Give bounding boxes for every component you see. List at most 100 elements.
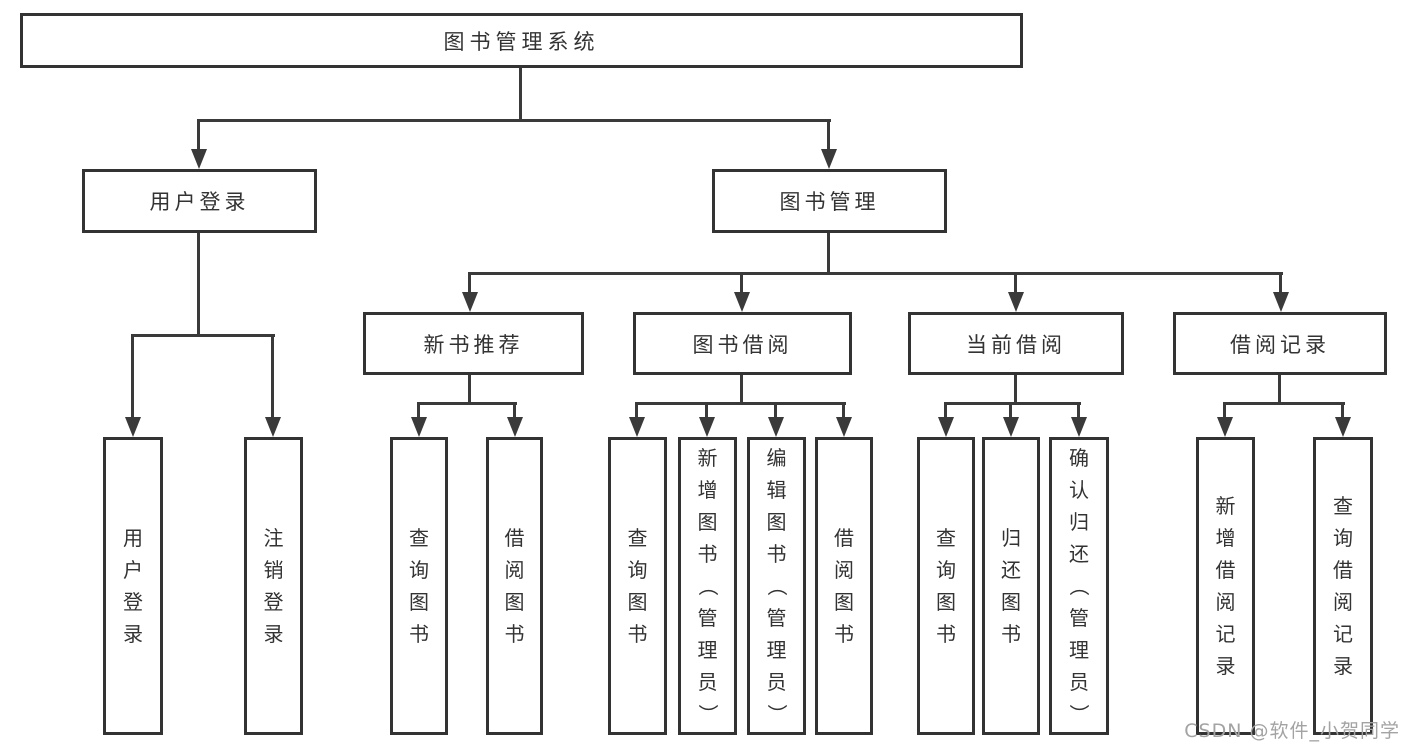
connector-new-rec-hline — [417, 402, 517, 405]
connector-book-mgmt-shaft — [827, 119, 830, 153]
arrow-down-bb-borrow — [836, 417, 852, 437]
leaf-nr-borrow-books-label: 借阅图书 — [505, 528, 525, 644]
leaf-nr-query-books: 查询图书 — [390, 437, 448, 735]
connector-leaf-shaft — [944, 402, 947, 421]
connector-leaf-shaft — [635, 402, 638, 421]
vertical-char: （ — [764, 576, 789, 596]
arrow-down-cb-confirm — [1071, 417, 1087, 437]
connector-leaf-shaft — [1009, 402, 1012, 421]
vertical-char: 图 — [504, 590, 525, 614]
vertical-char: 录 — [123, 622, 143, 646]
connector-root-drop — [519, 66, 522, 122]
connector-level2-shaft — [1014, 272, 1017, 294]
connector-records-hline — [1223, 402, 1345, 405]
vertical-char: 图 — [766, 510, 787, 534]
vertical-char: 书 — [936, 622, 956, 646]
node-user-login-label: 用户登录 — [149, 190, 250, 214]
node-user-login: 用户登录 — [82, 169, 317, 233]
leaf-br-add-record: 新增借阅记录 — [1196, 437, 1255, 735]
leaf-cb-return-books: 归还图书 — [982, 437, 1040, 735]
connector-leaf-shaft — [271, 334, 274, 421]
vertical-char: 注 — [263, 526, 284, 550]
leaf-cb-return-books-label: 归还图书 — [1001, 528, 1021, 644]
vertical-char: 查 — [627, 526, 648, 550]
vertical-char: 员 — [1069, 670, 1089, 694]
node-book-mgmt: 图书管理 — [712, 169, 947, 233]
arrow-down-cb-query — [938, 417, 954, 437]
vertical-char: 销 — [263, 558, 284, 582]
leaf-logout: 注销登录 — [244, 437, 303, 735]
arrow-down-bb-edit — [768, 417, 784, 437]
node-book-borrow: 图书借阅 — [633, 312, 852, 375]
node-new-book-rec: 新书推荐 — [363, 312, 584, 375]
leaf-bb-edit-books-admin: 编辑图书（管理员） — [747, 437, 806, 735]
vertical-char: ） — [695, 704, 720, 724]
arrow-down-new-rec — [462, 292, 478, 312]
leaf-user-login-label: 用户登录 — [123, 528, 143, 644]
vertical-char: 阅 — [1215, 590, 1236, 614]
vertical-char: （ — [695, 576, 720, 596]
vertical-char: 录 — [1215, 654, 1236, 678]
leaf-cb-confirm-return-admin-label: 确认归还（管理员） — [1067, 446, 1091, 724]
arrow-down-nr-borrow — [507, 417, 523, 437]
vertical-char: 员 — [697, 670, 718, 694]
leaf-logout-label: 注销登录 — [264, 528, 284, 644]
vertical-char: ） — [1067, 704, 1091, 724]
vertical-char: 询 — [409, 558, 429, 582]
node-borrow-records-label: 借阅记录 — [1230, 332, 1330, 357]
vertical-char: 书 — [627, 622, 648, 646]
csdn-watermark: CSDN @软件_小贺同学 — [1184, 720, 1400, 742]
vertical-char: 确 — [1069, 446, 1089, 470]
leaf-br-add-record-label: 新增借阅记录 — [1216, 496, 1236, 676]
vertical-char: 询 — [936, 558, 956, 582]
connector-current-drop — [1014, 373, 1017, 405]
vertical-char: 书 — [1001, 622, 1021, 646]
connector-level2-hline — [468, 272, 1283, 275]
vertical-char: 图 — [834, 590, 854, 614]
vertical-char: 还 — [1069, 542, 1089, 566]
vertical-char: 阅 — [834, 558, 854, 582]
connector-leaf-shaft — [774, 402, 777, 421]
leaf-cb-query-books: 查询图书 — [917, 437, 975, 735]
vertical-char: 录 — [263, 622, 284, 646]
vertical-char: 书 — [409, 622, 429, 646]
vertical-char: 书 — [504, 622, 525, 646]
vertical-char: （ — [1067, 576, 1091, 596]
arrow-down-nr-query — [411, 417, 427, 437]
vertical-char: 登 — [123, 590, 143, 614]
vertical-char: 登 — [263, 590, 284, 614]
vertical-char: 借 — [1333, 558, 1353, 582]
vertical-char: 辑 — [766, 478, 787, 502]
arrow-down-bb-query — [629, 417, 645, 437]
vertical-char: 增 — [1215, 526, 1236, 550]
vertical-char: 阅 — [504, 558, 525, 582]
leaf-user-login: 用户登录 — [103, 437, 163, 735]
vertical-char: 阅 — [1333, 590, 1353, 614]
arrow-down-book-mgmt — [821, 149, 837, 169]
vertical-char: 询 — [627, 558, 648, 582]
leaf-bb-query-books: 查询图书 — [608, 437, 667, 735]
node-new-book-rec-label: 新书推荐 — [423, 332, 524, 357]
vertical-char: 还 — [1001, 558, 1021, 582]
vertical-char: 查 — [409, 526, 429, 550]
vertical-char: 询 — [1333, 526, 1353, 550]
vertical-char: 归 — [1001, 526, 1021, 550]
vertical-char: 图 — [627, 590, 648, 614]
connector-level1-hline — [197, 119, 831, 122]
node-book-borrow-label: 图书借阅 — [692, 332, 793, 357]
vertical-char: 图 — [1001, 590, 1021, 614]
connector-leaf-shaft — [705, 402, 708, 421]
vertical-char: 借 — [1215, 558, 1236, 582]
node-borrow-records: 借阅记录 — [1173, 312, 1387, 375]
vertical-char: 查 — [936, 526, 956, 550]
vertical-char: 增 — [697, 478, 718, 502]
node-root: 图书管理系统 — [20, 13, 1023, 68]
vertical-char: 借 — [834, 526, 854, 550]
connector-records-drop — [1278, 373, 1281, 405]
vertical-char: 图 — [697, 510, 718, 534]
connector-book-mgmt-drop — [827, 231, 830, 275]
vertical-char: 编 — [766, 446, 787, 470]
leaf-cb-query-books-label: 查询图书 — [936, 528, 956, 644]
vertical-char: 查 — [1333, 494, 1353, 518]
